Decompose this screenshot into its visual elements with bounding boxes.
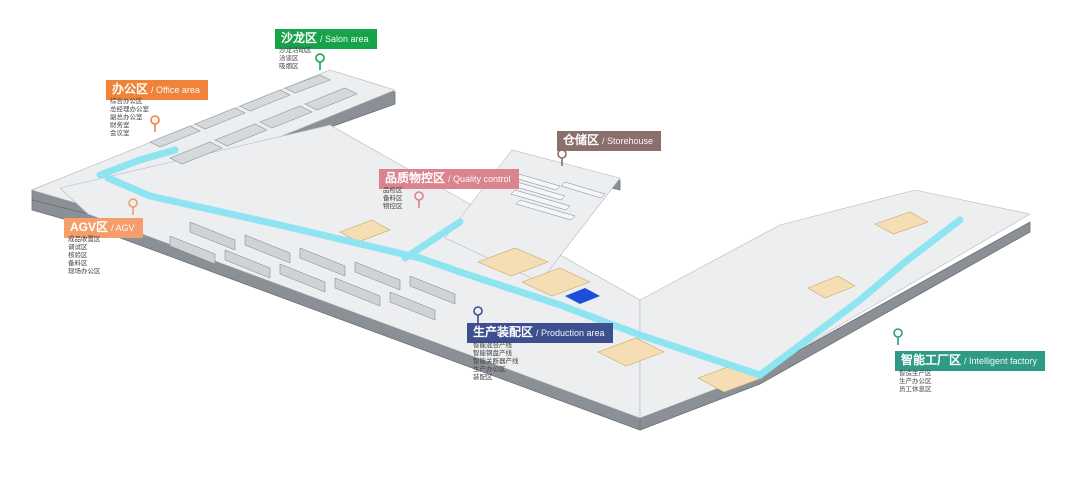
production-zone-title: 生产装配区 [473,325,534,339]
storehouse-shelves [500,169,606,221]
storehouse-zone-title: 仓储区 [563,133,600,147]
salon-zone-title: 沙龙区 [281,31,318,45]
salon-pin-icon [315,53,325,70]
list-item: 智能关断器产线 [473,358,519,365]
agv-zone-items: 成品收置区 调试区 核验区 备料区 现场办公区 [68,236,101,276]
salon-zone-items: 沙龙活动区 洽谈区 吸烟区 [279,47,312,71]
agv-pin-icon [128,198,138,215]
factory-zone-items: 智造生产区 生产办公区 员工休息区 [899,370,932,394]
list-item: 吸烟区 [279,63,299,70]
list-item: 调试区 [68,244,88,251]
list-item: 成品收置区 [68,236,101,243]
list-item: 现场办公区 [68,268,101,275]
agv-zone-subtitle: / AGV [111,223,135,233]
list-item: 员工休息区 [899,386,932,393]
list-item: 财务室 [110,122,130,129]
agv-zone-label[interactable]: AGV区 / AGV [64,218,143,238]
quality-zone-subtitle: / Quality control [448,174,511,184]
list-item: 综合办公区 [110,98,143,105]
storehouse-zone-label[interactable]: 仓储区 / Storehouse [557,131,662,151]
list-item: 品检区 [383,187,403,194]
agv-zone-title: AGV区 [70,220,109,234]
list-item: 会议室 [110,130,130,137]
list-item: 备料区 [68,260,88,267]
production-zone-subtitle: / Production area [536,328,605,338]
office-zone-items: 综合办公区 总经理办公室 副总办公室 财务室 会议室 [110,98,149,138]
list-item: 沙龙活动区 [279,47,312,54]
office-zone-title: 办公区 [112,82,149,96]
list-item: 洽谈区 [279,55,299,62]
list-item: 智能钢盘产线 [473,350,512,357]
quality-zone-title: 品质物控区 [385,171,446,185]
list-item: 智能混合产线 [473,342,512,349]
factory-zone-title: 智能工厂区 [901,353,962,367]
salon-zone-subtitle: / Salon area [320,34,369,44]
list-item: 总经理办公室 [110,106,149,113]
quality-zone-items: 品检区 备料区 物控区 [383,187,403,211]
office-rooms [149,74,358,165]
list-item: 装配区 [473,374,493,381]
list-item: 生产办公区 [473,366,506,373]
list-item: 物控区 [383,203,403,210]
factory-zone-subtitle: / Intelligent factory [964,356,1038,366]
factory-pin-icon [893,328,903,345]
production-pin-icon [473,306,483,323]
list-item: 核验区 [68,252,88,259]
list-item: 备料区 [383,195,403,202]
production-zone-label[interactable]: 生产装配区 / Production area [467,323,613,343]
office-pin-icon [150,115,160,132]
quality-pin-icon [414,191,424,208]
storehouse-zone-subtitle: / Storehouse [602,136,654,146]
blue-work-pad [565,288,600,304]
list-item: 生产办公区 [899,378,932,385]
office-zone-label[interactable]: 办公区 / Office area [106,80,208,100]
main-corridor [96,146,964,379]
production-equipment [169,221,456,321]
production-zone-items: 智能混合产线 智能钢盘产线 智能关断器产线 生产办公区 装配区 [473,342,519,382]
list-item: 副总办公室 [110,114,143,121]
office-zone-subtitle: / Office area [151,85,200,95]
factory-zone-label[interactable]: 智能工厂区 / Intelligent factory [895,351,1046,371]
list-item: 智造生产区 [899,370,932,377]
salon-zone-label[interactable]: 沙龙区 / Salon area [275,29,377,49]
quality-zone-label[interactable]: 品质物控区 / Quality control [379,169,519,189]
